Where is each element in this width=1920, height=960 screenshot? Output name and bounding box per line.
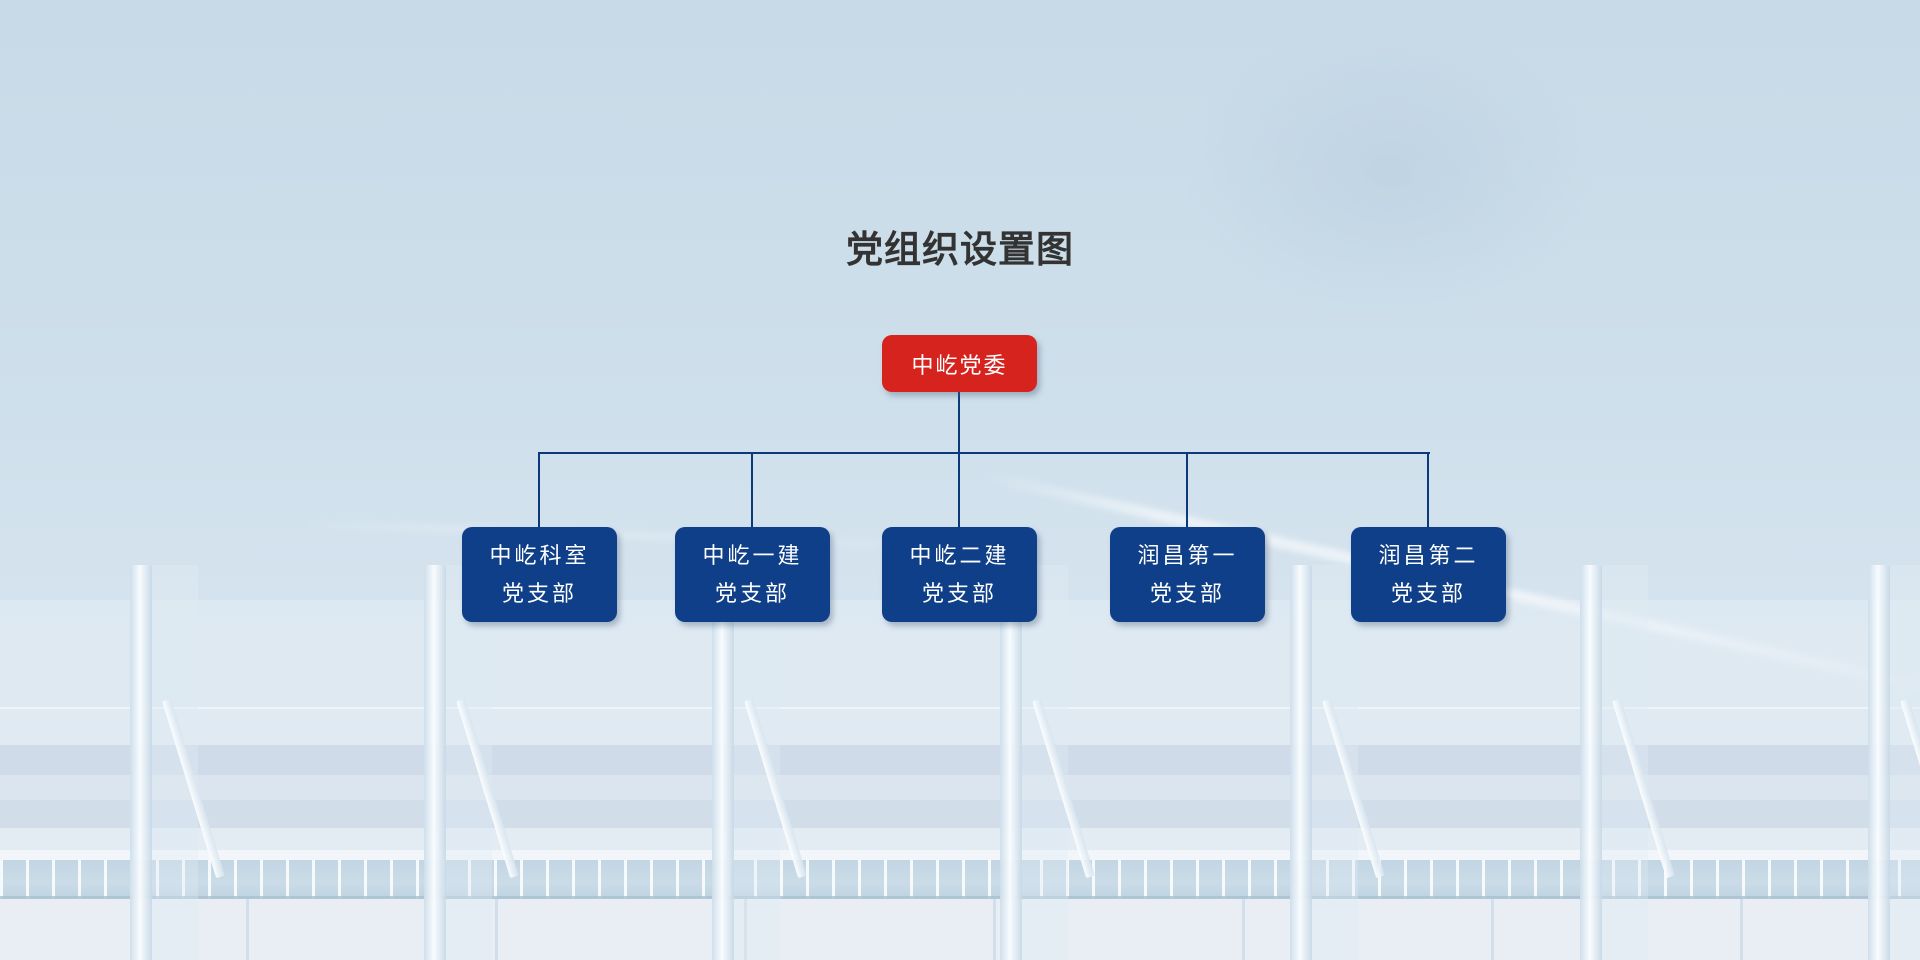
org-chart-title: 党组织设置图: [846, 229, 1074, 270]
org-node-label-line: 润昌第一: [1137, 542, 1238, 568]
glass-fin-post: [1868, 565, 1920, 960]
glass-fin-post: [1000, 565, 1068, 960]
org-node-branch-5: 润昌第二 党支部: [1351, 527, 1506, 622]
glass-fin-post: [712, 565, 780, 960]
org-node-label-line: 中屹一建: [702, 542, 803, 568]
org-node-branch-1: 中屹科室 党支部: [462, 527, 617, 622]
org-node-branch-4: 润昌第一 党支部: [1110, 527, 1265, 622]
railing-band: [0, 850, 1920, 860]
connector-drop-branch-4: [1186, 452, 1188, 530]
connector-drop-branch-5: [1427, 452, 1429, 530]
glazing-edge-line: [0, 896, 1920, 899]
glass-fin-post: [1290, 565, 1358, 960]
org-node-label-line: 党支部: [1149, 580, 1225, 606]
sky-haze-cloud: [1180, 20, 1600, 320]
org-node-branch-2: 中屹一建 党支部: [675, 527, 830, 622]
glass-fin-post: [424, 565, 492, 960]
org-node-label-line: 党支部: [501, 580, 577, 606]
org-node-label-line: 润昌第二: [1378, 542, 1479, 568]
org-node-root-label: 中屹党委: [911, 352, 1008, 378]
org-node-root: 中屹党委: [882, 335, 1037, 392]
connector-horizontal-bus: [539, 452, 1430, 454]
connector-root-drop: [958, 391, 960, 530]
connector-drop-branch-2: [751, 452, 753, 530]
org-node-label-line: 中屹科室: [489, 542, 590, 568]
org-node-label-line: 中屹二建: [909, 542, 1010, 568]
org-node-branch-3: 中屹二建 党支部: [882, 527, 1037, 622]
connector-drop-branch-1: [538, 452, 540, 530]
org-node-label-line: 党支部: [921, 580, 997, 606]
glass-fin-post: [130, 565, 198, 960]
glass-fin-post: [1580, 565, 1648, 960]
org-node-label-line: 党支部: [714, 580, 790, 606]
org-node-label-line: 党支部: [1390, 580, 1466, 606]
